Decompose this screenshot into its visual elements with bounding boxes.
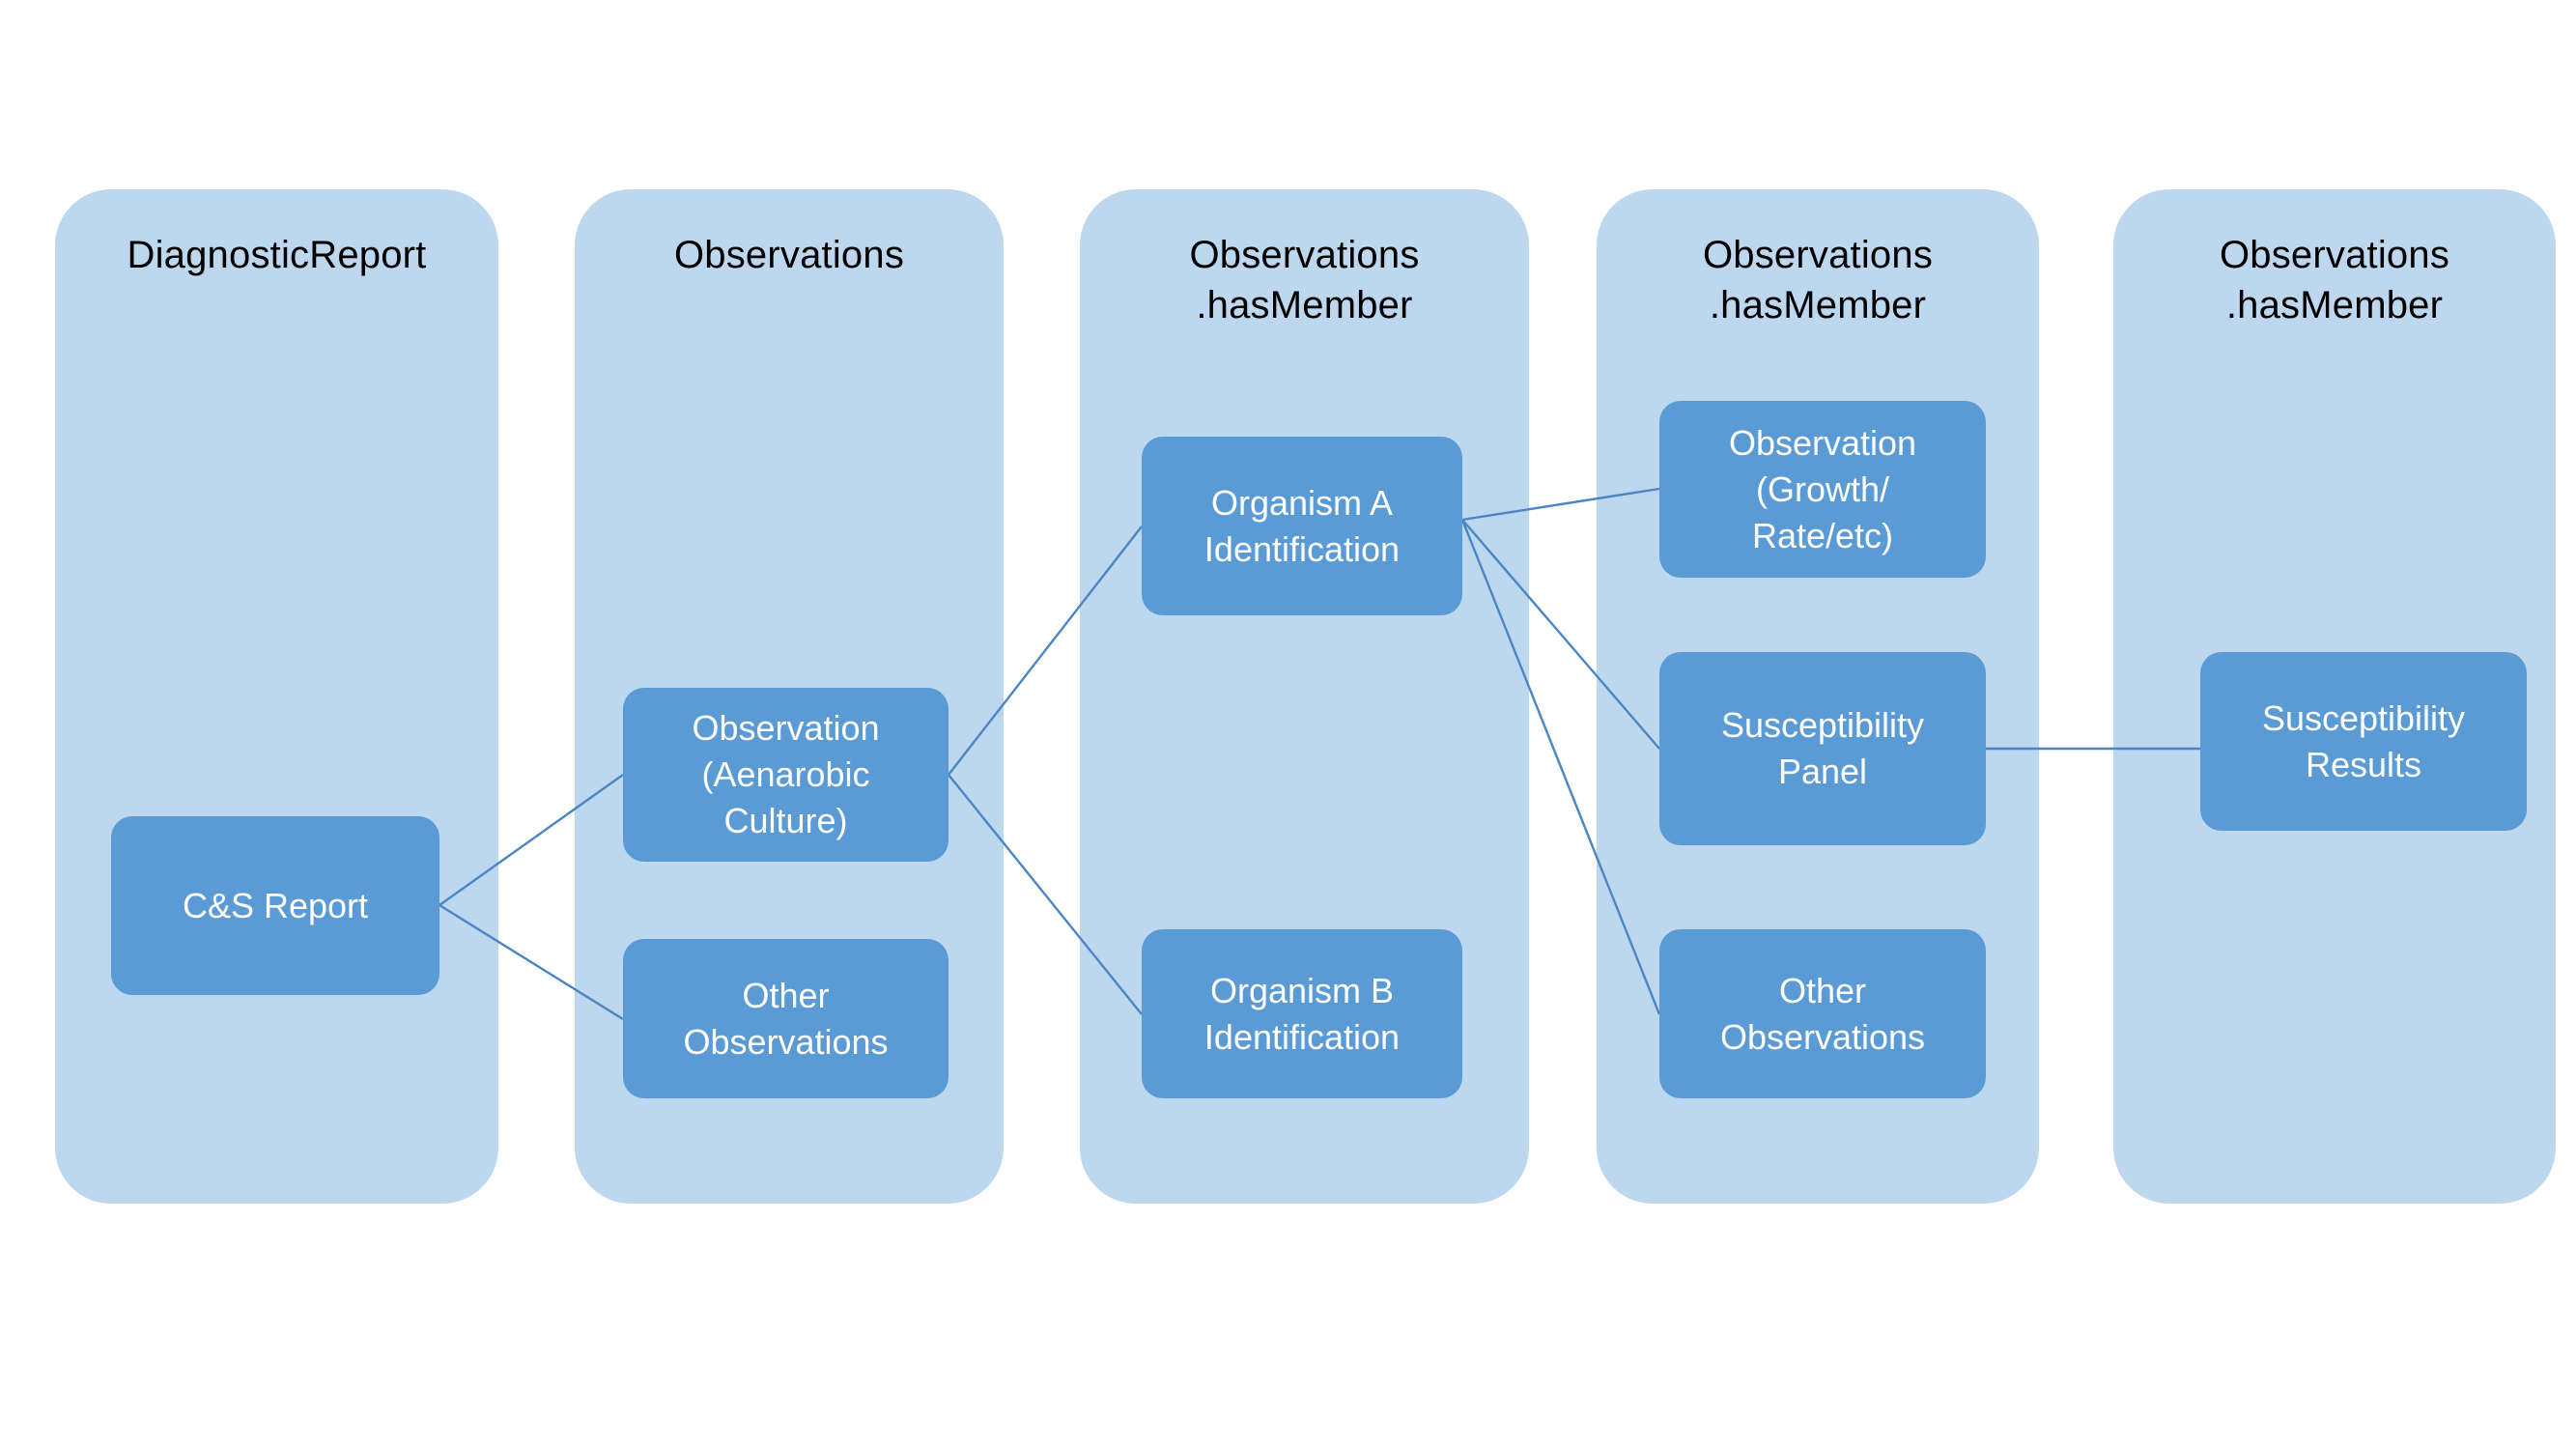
column-title-observations: Observations bbox=[673, 234, 905, 276]
node-observation-growth-rate[interactable]: Observation (Growth/ Rate/etc) bbox=[1659, 401, 1986, 578]
node-observation-aenarobic-culture[interactable]: Observation (Aenarobic Culture) bbox=[623, 688, 948, 862]
column-title-diagnostic-report: DiagnosticReport bbox=[127, 234, 427, 276]
node-organism-b-identification[interactable]: Organism B Identification bbox=[1142, 929, 1462, 1098]
column-diagnostic-report: DiagnosticReport bbox=[55, 189, 498, 1204]
node-susceptibility-panel[interactable]: Susceptibility Panel bbox=[1659, 652, 1986, 845]
column-title-observations-hasmember-2: Observations .hasMember bbox=[1702, 234, 1934, 327]
node-other-observations-col2[interactable]: Other Observations bbox=[623, 939, 948, 1098]
column-title-observations-hasmember-1: Observations .hasMember bbox=[1189, 234, 1420, 327]
column-title-observations-hasmember-3: Observations .hasMember bbox=[2219, 234, 2450, 327]
node-susceptibility-results[interactable]: Susceptibility Results bbox=[2200, 652, 2527, 831]
node-organism-a-identification[interactable]: Organism A Identification bbox=[1142, 437, 1462, 615]
node-cs-report[interactable]: C&S Report bbox=[111, 816, 439, 995]
node-other-observations-col4[interactable]: Other Observations bbox=[1659, 929, 1986, 1098]
